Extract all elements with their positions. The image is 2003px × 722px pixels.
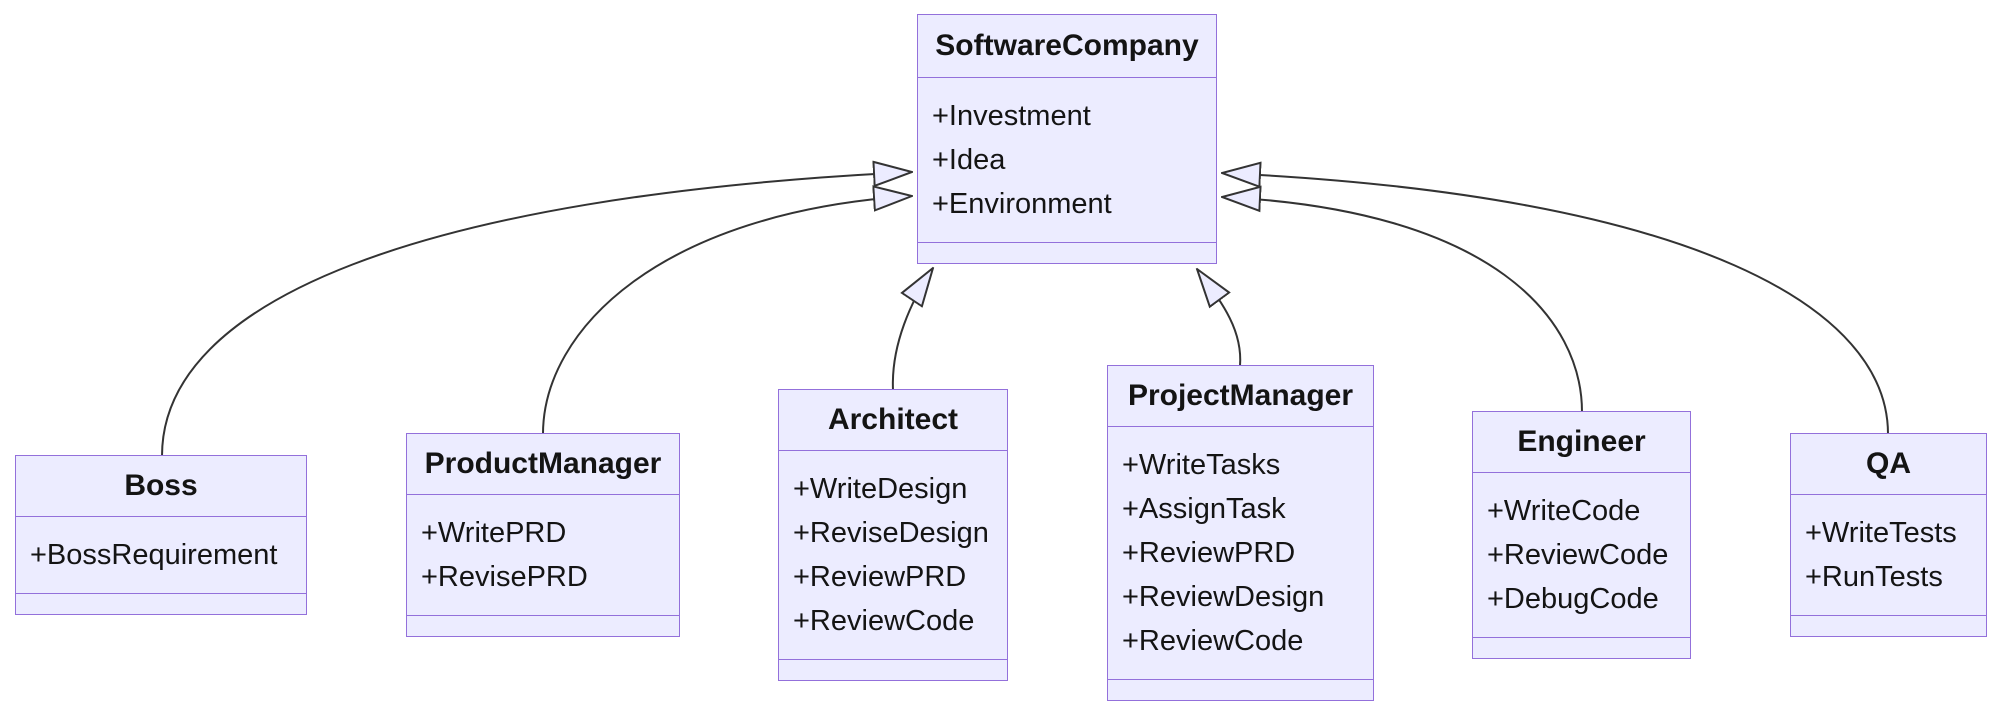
edge-projectmanager-inherits-softwarecompany <box>1197 269 1242 367</box>
class-attribute: +ReviewCode <box>1487 539 1669 571</box>
class-attribute: +AssignTask <box>1122 493 1286 525</box>
class-attribute: +WriteDesign <box>793 473 968 505</box>
edge-engineer-inherits-softwarecompany <box>1222 197 1583 413</box>
class-attribute: +BossRequirement <box>30 539 278 571</box>
class-methods-empty <box>1473 638 1690 658</box>
class-attribute: +Idea <box>932 144 1006 176</box>
class-title: ProductManager <box>407 434 679 495</box>
class-box-softwarecompany: SoftwareCompany +Investment +Idea +Envir… <box>917 14 1217 264</box>
class-attribute: +ReviseDesign <box>793 517 989 549</box>
class-title: Boss <box>16 456 306 517</box>
class-methods-empty <box>918 243 1216 263</box>
class-attribute: +Environment <box>932 188 1112 220</box>
class-box-engineer: Engineer +WriteCode +ReviewCode +DebugCo… <box>1472 411 1691 659</box>
edge-productmanager-inherits-softwarecompany <box>542 196 912 435</box>
class-attribute: +ReviewDesign <box>1122 581 1325 613</box>
class-attributes: +WriteCode +ReviewCode +DebugCode <box>1473 473 1690 638</box>
class-methods-empty <box>1791 616 1986 636</box>
class-box-qa: QA +WriteTests +RunTests <box>1790 433 1987 637</box>
class-attribute: +ReviewPRD <box>1122 537 1296 569</box>
class-attributes: +WriteTests +RunTests <box>1791 495 1986 616</box>
class-attributes: +Investment +Idea +Environment <box>918 78 1216 243</box>
class-attributes: +WriteDesign +ReviseDesign +ReviewPRD +R… <box>779 451 1007 660</box>
class-attribute: +WriteTests <box>1805 517 1957 549</box>
class-attribute: +WritePRD <box>421 517 567 549</box>
class-attribute: +Investment <box>932 100 1091 132</box>
class-box-architect: Architect +WriteDesign +ReviseDesign +Re… <box>778 389 1008 681</box>
class-attribute: +ReviewCode <box>793 605 975 637</box>
class-methods-empty <box>779 660 1007 680</box>
edge-architect-inherits-softwarecompany <box>891 268 933 391</box>
class-title: SoftwareCompany <box>918 15 1216 78</box>
edge-boss-inherits-softwarecompany <box>161 172 912 457</box>
class-attribute: +ReviewCode <box>1122 625 1304 657</box>
class-attributes: +BossRequirement <box>16 517 306 594</box>
class-title: QA <box>1791 434 1986 495</box>
class-attribute: +DebugCode <box>1487 583 1659 615</box>
class-title: ProjectManager <box>1108 366 1373 427</box>
class-attribute: +WriteCode <box>1487 495 1641 527</box>
class-methods-empty <box>1108 680 1373 700</box>
class-title: Architect <box>779 390 1007 451</box>
class-attributes: +WriteTasks +AssignTask +ReviewPRD +Revi… <box>1108 427 1373 680</box>
class-attribute: +ReviewPRD <box>793 561 967 593</box>
class-title: Engineer <box>1473 412 1690 473</box>
class-attribute: +RevisePRD <box>421 561 588 593</box>
class-attributes: +WritePRD +RevisePRD <box>407 495 679 616</box>
class-methods-empty <box>407 616 679 636</box>
edge-qa-inherits-softwarecompany <box>1222 173 1889 435</box>
class-box-productmanager: ProductManager +WritePRD +RevisePRD <box>406 433 680 637</box>
class-box-projectmanager: ProjectManager +WriteTasks +AssignTask +… <box>1107 365 1374 701</box>
class-attribute: +WriteTasks <box>1122 449 1281 481</box>
class-attribute: +RunTests <box>1805 561 1943 593</box>
class-methods-empty <box>16 594 306 614</box>
class-box-boss: Boss +BossRequirement <box>15 455 307 615</box>
